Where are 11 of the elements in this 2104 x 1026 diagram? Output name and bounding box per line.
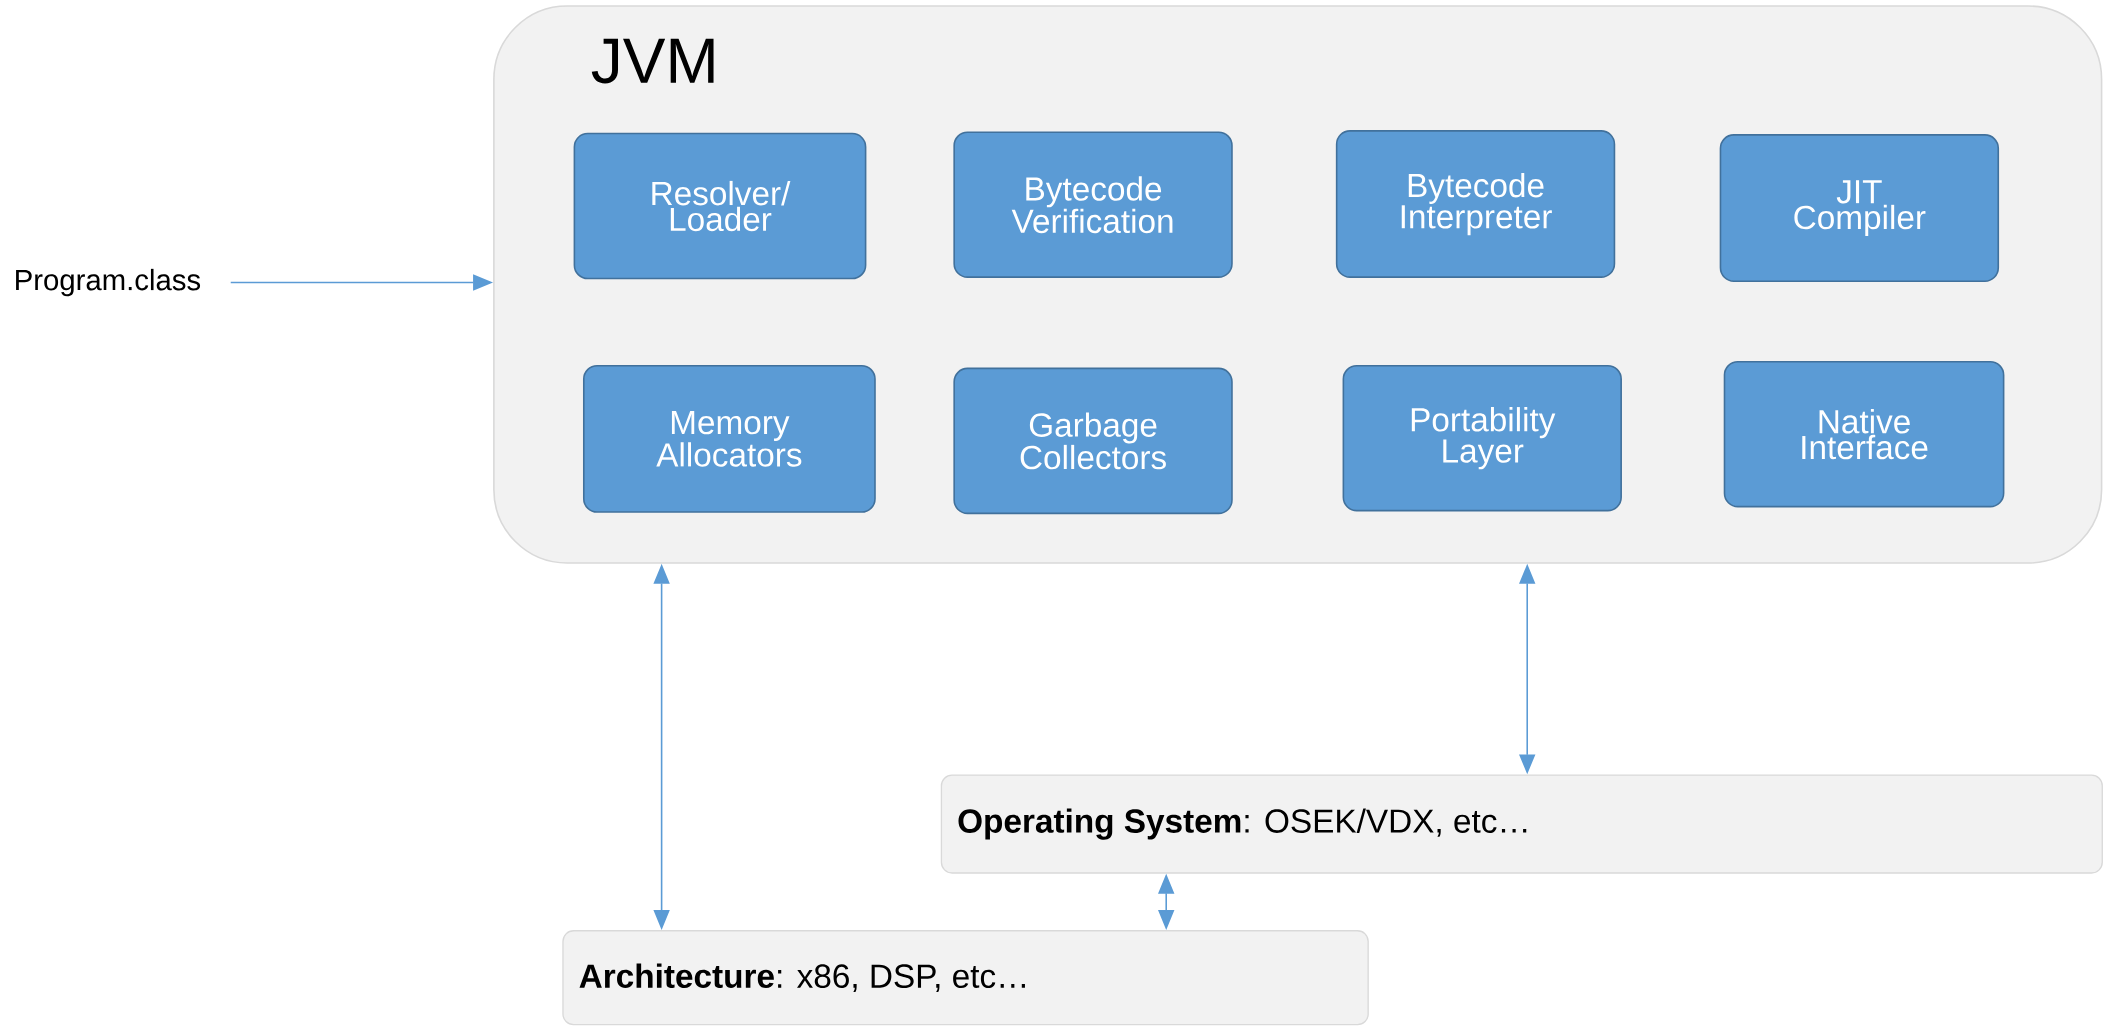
component-box: Native Interface: [1723, 360, 2005, 508]
component-box: Resolver/ Loader: [573, 132, 867, 280]
component-box: Bytecode Verification: [953, 131, 1233, 278]
layer-box: Operating System: OSEK/VDX, etc…: [940, 774, 2103, 874]
component-box: Memory Allocators: [583, 364, 876, 513]
input-file-label: Program.class: [16, 268, 201, 297]
component-box: JIT Compiler: [1719, 134, 2000, 282]
component-box: Portability Layer: [1342, 364, 1622, 512]
component-box: Garbage Collectors: [953, 367, 1233, 515]
layer-box: Architecture: x86, DSP, etc…: [562, 930, 1369, 1026]
component-box: Bytecode Interpreter: [1335, 130, 1616, 278]
